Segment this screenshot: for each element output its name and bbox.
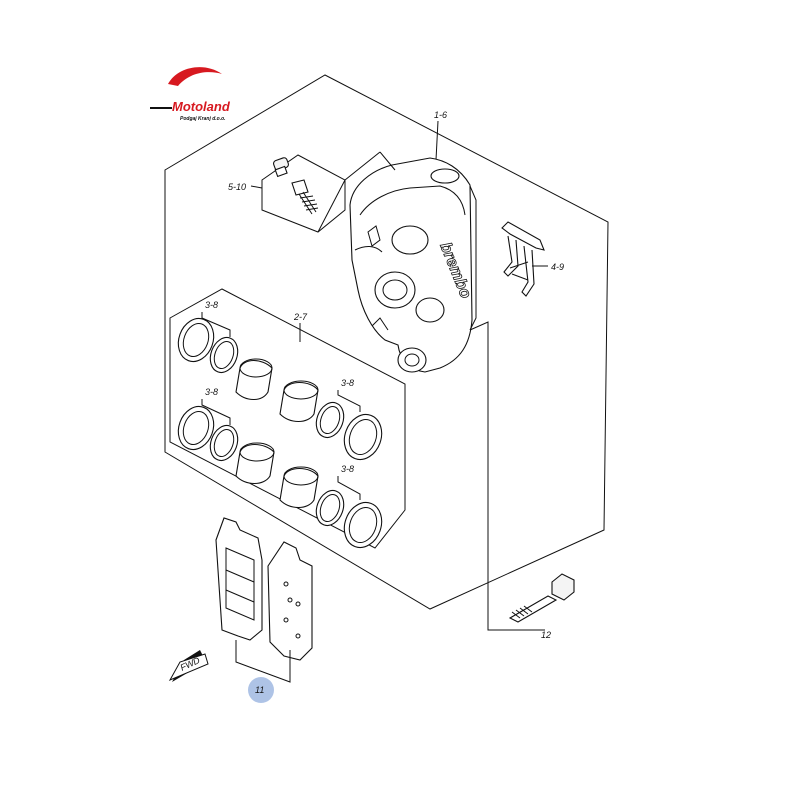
seal-lower-left-callout: 3-8	[205, 387, 218, 397]
fwd-arrow: FWD	[168, 650, 209, 682]
bleeder-to-caliper-line	[344, 151, 381, 181]
caliper-piston-bore-3	[415, 297, 445, 323]
seal-lower-left-outer[interactable]	[173, 402, 220, 455]
seal-lower-left-leader	[201, 399, 231, 425]
caliper-leader	[435, 120, 439, 161]
pad-spring-callout: 4-9	[551, 262, 564, 272]
caliper-callout: 1-6	[434, 110, 447, 120]
caliper-piston-bore-2	[374, 271, 416, 309]
bleeder-screw[interactable]	[291, 179, 319, 215]
piston-upper-left[interactable]	[235, 358, 273, 401]
logo-swoosh	[168, 67, 222, 86]
seal-upper-left-leader	[201, 312, 231, 337]
caliper-piston-bore-1	[391, 225, 429, 255]
seal-lower-right-callout: 3-8	[341, 464, 354, 474]
brake-pad-left[interactable]	[215, 517, 263, 641]
caliper-assembly-outline	[164, 74, 609, 610]
caliper-bleeder-line	[379, 151, 396, 171]
piston-lower-left[interactable]	[235, 442, 275, 485]
logo-brand: Motoland	[172, 99, 231, 114]
seal-upper-right-inner[interactable]	[312, 399, 349, 442]
seal-lower-right-inner[interactable]	[312, 487, 349, 530]
pad-spring[interactable]	[501, 221, 545, 297]
seal-kit-box	[169, 288, 406, 549]
logo-tagline: Podgaj Kranj d.o.o.	[180, 116, 226, 122]
motoland-logo[interactable]: Motoland Podgaj Kranj d.o.o.	[150, 67, 231, 122]
brake-caliper[interactable]: brembo	[349, 157, 477, 373]
caliper-bolt[interactable]	[508, 573, 575, 623]
seal-upper-left-inner[interactable]	[206, 334, 243, 377]
piston-upper-right[interactable]	[279, 380, 319, 423]
bleeder-set-box	[261, 154, 346, 233]
pads-callout: 11	[255, 685, 264, 695]
bleeder-leader	[250, 185, 263, 189]
seal-upper-right-outer[interactable]	[338, 409, 388, 465]
seal-upper-right-callout: 3-8	[341, 378, 354, 388]
bleeder-box-diagonal	[317, 179, 346, 233]
seal-lower-left-inner[interactable]	[206, 422, 243, 465]
seal-lower-right-leader	[337, 476, 361, 500]
caliper-mount-boss	[397, 347, 427, 373]
pads-leader	[235, 640, 291, 683]
seal-upper-right-leader	[337, 390, 361, 412]
brake-pad-right[interactable]	[267, 541, 313, 661]
bolt-callout: 12	[541, 630, 551, 640]
bleeder-cap[interactable]	[273, 157, 290, 178]
seal-kit-callout: 2-7	[293, 312, 308, 322]
seal-upper-left-outer[interactable]	[173, 314, 220, 367]
caliper-bleeder-boss	[430, 168, 460, 184]
bolt-leader	[487, 585, 545, 631]
bleeder-callout: 5-10	[228, 182, 246, 192]
piston-lower-right[interactable]	[279, 466, 319, 509]
pads-callout-highlight[interactable]	[248, 677, 274, 703]
seal-upper-left-callout: 3-8	[205, 300, 218, 310]
seal-lower-right-outer[interactable]	[338, 497, 388, 553]
caliper-bolt-guide	[469, 321, 489, 585]
